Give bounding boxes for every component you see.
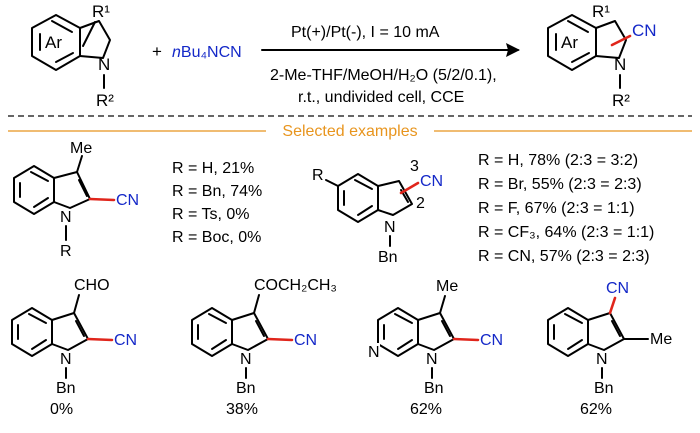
reagent: nBu₄NCN bbox=[172, 44, 242, 61]
benzyl-label: Bn bbox=[378, 249, 398, 266]
yield-list-5-substituted: R = H, 78% (2:3 = 3:2) R = Br, 55% (2:3 … bbox=[478, 152, 654, 265]
conditions-line-2: r.t., undivided cell, CCE bbox=[298, 89, 464, 106]
formyl-label: CHO bbox=[74, 277, 110, 294]
n-atom: N bbox=[60, 351, 72, 368]
n-atom: N bbox=[384, 219, 396, 236]
yield-label: 62% bbox=[580, 401, 612, 418]
n-atom: N bbox=[596, 351, 608, 368]
yield-entry: R = F, 67% (2:3 = 1:1) bbox=[478, 200, 635, 217]
pyridine-n-atom: N bbox=[368, 344, 380, 361]
cn-label: CN bbox=[480, 332, 503, 349]
propanoyl-label: COCH₂CH₃ bbox=[254, 277, 337, 294]
starting-material-indole: Ar R¹ N R² bbox=[31, 2, 114, 110]
plus-sign: + bbox=[152, 42, 162, 61]
example-3-formylindole: CHO N Bn CN 0% bbox=[11, 277, 137, 418]
benzyl-label: Bn bbox=[56, 380, 76, 397]
yield-list-3-methyl: R = H, 21% R = Bn, 74% R = Ts, 0% R = Bo… bbox=[172, 160, 262, 246]
yield-entry: R = CF₃, 64% (2:3 = 1:1) bbox=[478, 224, 654, 241]
n-atom: N bbox=[60, 209, 72, 226]
reagent-prefix: n bbox=[172, 44, 181, 61]
ring-label: Ar bbox=[45, 33, 62, 52]
conditions-top: Pt(+)/Pt(-), I = 10 mA bbox=[291, 24, 440, 41]
benzyl-label: Bn bbox=[236, 380, 256, 397]
methyl-label: Me bbox=[436, 278, 458, 295]
conditions-line-1: 2-Me-THF/MeOH/H₂O (5/2/0.1), bbox=[270, 67, 497, 84]
benzyl-label: Bn bbox=[594, 380, 614, 397]
yield-label: 0% bbox=[50, 401, 73, 418]
product-r2-label: R² bbox=[612, 91, 630, 110]
cn-label: CN bbox=[116, 192, 139, 209]
example-7-azaindole: N Me N Bn CN 62% bbox=[366, 278, 503, 418]
cn-label: CN bbox=[606, 280, 629, 297]
yield-entry: R = H, 21% bbox=[172, 160, 254, 177]
r-label: R bbox=[312, 167, 324, 184]
cn-label: CN bbox=[294, 332, 317, 349]
yield-entry: R = Bn, 74% bbox=[172, 183, 262, 200]
methyl-label: Me bbox=[650, 331, 672, 348]
yield-label: 62% bbox=[410, 401, 442, 418]
reagent-main: Bu₄NCN bbox=[181, 44, 242, 61]
yield-entry: R = Boc, 0% bbox=[172, 229, 261, 246]
n-atom: N bbox=[240, 351, 252, 368]
yield-label: 38% bbox=[226, 401, 258, 418]
methyl-label: Me bbox=[70, 140, 92, 157]
yield-entry: R = Br, 55% (2:3 = 2:3) bbox=[478, 176, 642, 193]
r2-label: R² bbox=[96, 91, 114, 110]
yield-entry: R = CN, 57% (2:3 = 2:3) bbox=[478, 248, 650, 265]
section-header: Selected examples bbox=[8, 123, 692, 140]
r-label: R bbox=[60, 243, 72, 260]
n-atom: N bbox=[426, 351, 438, 368]
product-r1-label: R¹ bbox=[592, 2, 610, 21]
product-cn: CN bbox=[632, 21, 657, 40]
product-ring-label: Ar bbox=[561, 33, 578, 52]
n-atom: N bbox=[98, 55, 110, 74]
product-n-atom: N bbox=[614, 55, 626, 74]
example-5-substituted-indole: R 3 CN 2 N Bn bbox=[312, 158, 443, 266]
example-3-cyano-2-methylindole: CN Me N Bn 62% bbox=[547, 280, 672, 418]
cn-label: CN bbox=[114, 332, 137, 349]
example-3-methylindole: Me N R CN bbox=[13, 140, 139, 260]
cn-label: CN bbox=[420, 173, 443, 190]
position-2-label: 2 bbox=[416, 195, 425, 212]
position-3-label: 3 bbox=[410, 158, 419, 175]
example-3-propanoylindole: COCH₂CH₃ N Bn CN 38% bbox=[191, 277, 337, 418]
section-title: Selected examples bbox=[282, 123, 417, 140]
yield-entry: R = Ts, 0% bbox=[172, 206, 250, 223]
yield-entry: R = H, 78% (2:3 = 3:2) bbox=[478, 152, 638, 169]
benzyl-label: Bn bbox=[424, 380, 444, 397]
product-indole: Ar R¹ CN N R² bbox=[547, 2, 657, 110]
r1-label: R¹ bbox=[92, 2, 110, 21]
reaction-arrow bbox=[261, 43, 520, 57]
